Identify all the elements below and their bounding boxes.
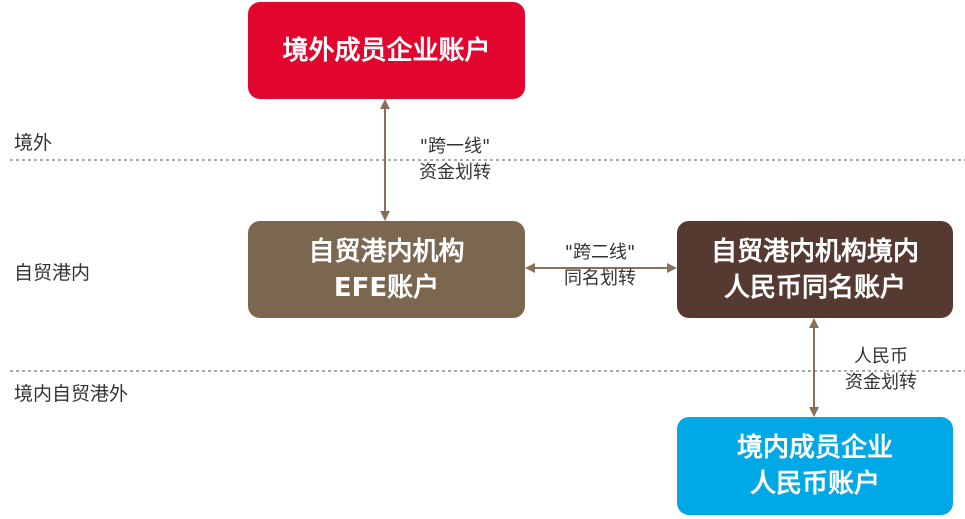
node-overseas-account: 境外成员企业账户: [248, 2, 525, 99]
edge-label-rmb-transfer-1: 人民币: [854, 346, 908, 367]
node-overseas-account-line1: 境外成员企业账户: [282, 35, 491, 66]
node-rmb-same-name-account: 自贸港内机构境内 人民币同名账户: [677, 221, 953, 318]
edge-label-first-line: "跨一线" 资金划转: [395, 134, 515, 186]
edge-label-rmb-transfer-2: 资金划转: [845, 372, 917, 393]
node-domestic-rmb-account: 境内成员企业 人民币账户: [677, 417, 953, 515]
edge-label-second-line: "跨二线" 同名划转: [540, 240, 660, 292]
edge-label-second-line-1: "跨二线": [564, 242, 636, 263]
node-efe-account-line1: 自贸港内机构: [308, 236, 465, 267]
zone-label-domestic-outside: 境内自贸港外: [14, 383, 129, 405]
edge-label-rmb-transfer: 人民币 资金划转: [826, 344, 936, 396]
zone-label-overseas: 境外: [14, 132, 53, 154]
node-rmb-same-name-line1: 自贸港内机构境内: [710, 236, 919, 267]
zone-label-ftz: 自贸港内: [14, 262, 91, 284]
edge-label-first-line-2: 资金划转: [419, 162, 491, 183]
node-domestic-rmb-line2: 人民币账户: [749, 469, 880, 499]
edge-label-first-line-1: "跨一线": [419, 136, 491, 157]
node-efe-account-line2: EFE账户: [333, 272, 440, 303]
edge-label-second-line-2: 同名划转: [564, 268, 636, 289]
node-efe-account: 自贸港内机构 EFE账户: [248, 221, 525, 318]
node-rmb-same-name-line2: 人民币同名账户: [723, 272, 906, 303]
node-domestic-rmb-line1: 境内成员企业: [736, 433, 893, 463]
